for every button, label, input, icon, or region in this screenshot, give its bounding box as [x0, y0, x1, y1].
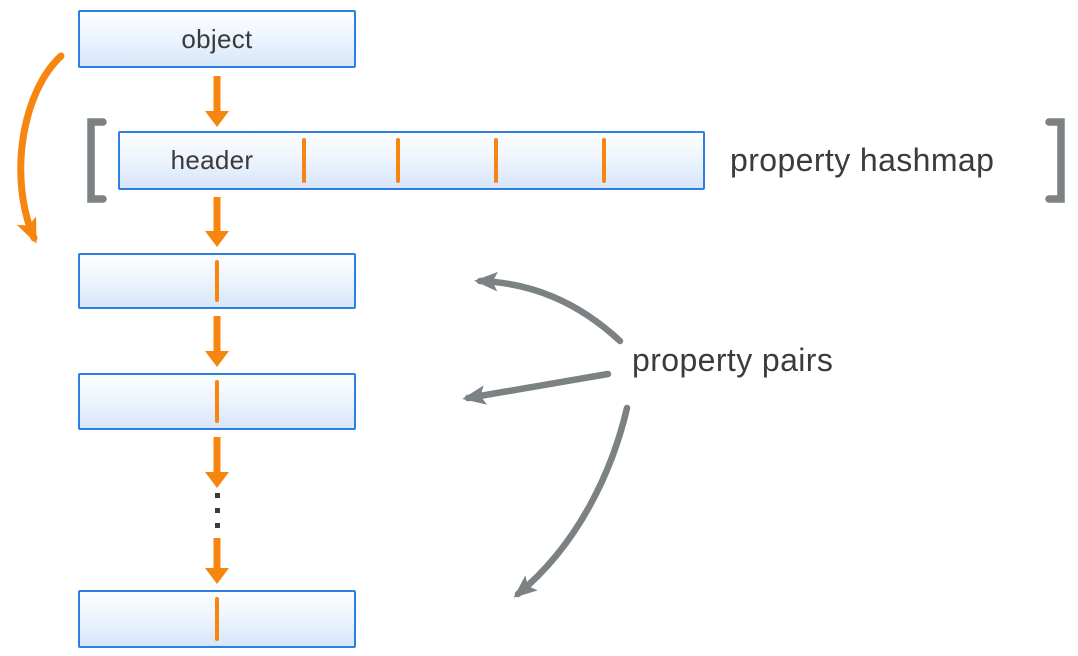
pairs-annotation-arrow-top-icon	[474, 271, 624, 345]
ellipsis-dot	[215, 493, 220, 498]
vertical-ellipsis	[215, 493, 220, 538]
hashmap-slot-divider	[302, 138, 306, 183]
property-pair-box	[78, 373, 356, 430]
pairs-annotation-arrow-middle-icon	[462, 370, 612, 405]
hashmap-slot-divider	[602, 138, 606, 183]
hashmap-slot-divider	[396, 138, 400, 183]
object-to-pair-curved-arrow-icon	[16, 52, 65, 244]
object-box: object	[78, 10, 356, 68]
header-cell-label: header	[170, 145, 254, 175]
object-to-header-arrow-icon	[205, 76, 229, 127]
pair-divider	[215, 260, 219, 302]
pair2-to-ellipsis-arrow-icon	[205, 437, 229, 488]
ellipsis-dot	[215, 508, 220, 513]
pair-divider	[215, 380, 219, 423]
property-pair-box	[78, 253, 356, 309]
ellipsis-dot	[215, 523, 220, 528]
property-hashmap-label: property hashmap	[730, 142, 995, 178]
object-box-label: object	[181, 23, 253, 54]
header-to-pair1-arrow-icon	[205, 197, 229, 247]
property-hashmap-box: header	[118, 131, 705, 190]
pairs-annotation-arrow-bottom-icon	[513, 404, 631, 598]
ellipsis-to-pair3-arrow-icon	[205, 538, 229, 584]
right-bracket-icon	[1045, 118, 1065, 203]
pair-divider	[215, 597, 219, 641]
hashmap-slot-divider	[494, 138, 498, 183]
property-pairs-label: property pairs	[632, 342, 834, 378]
left-bracket-icon	[87, 118, 107, 203]
pair1-to-pair2-arrow-icon	[205, 316, 229, 367]
property-pair-box	[78, 590, 356, 648]
